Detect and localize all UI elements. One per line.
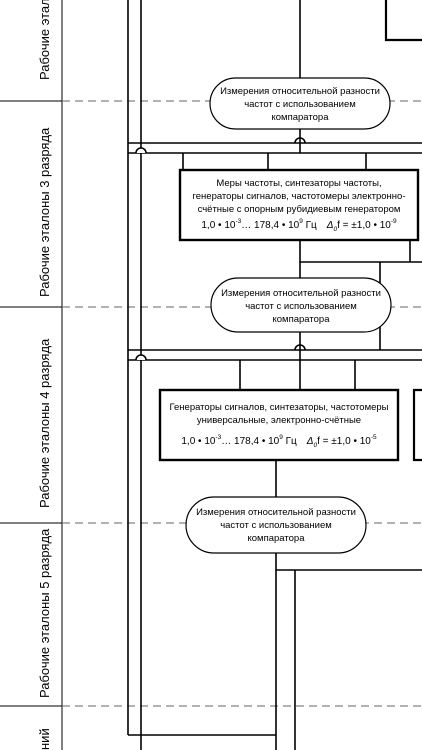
- row-label-5: Рабочие эталоны 5 разряда: [37, 528, 52, 698]
- box-frequency-measures: Меры частоты, синтезаторы частоты, генер…: [178, 168, 420, 242]
- oval-3-line-3: компаратора: [248, 533, 306, 544]
- connector-lines: [127, 0, 422, 750]
- row-label-bottom: ний: [37, 728, 52, 750]
- box-1-line-2: генераторы сигналов, частотомеры электро…: [193, 191, 406, 202]
- row-label-4: Рабочие эталоны 4 разряда: [37, 338, 52, 508]
- row-label-3: Рабочие эталоны 3 разряда: [37, 127, 52, 297]
- oval-1-line-3: компаратора: [272, 112, 330, 123]
- box-1-line-3: счётные с опорным рубидиевым генератором: [198, 204, 401, 215]
- box-signal-generators: Генераторы сигналов, синтезаторы, частот…: [158, 388, 400, 462]
- oval-3-line-2: частот с использованием: [220, 520, 332, 531]
- line-jump-arcs: [135, 137, 306, 361]
- oval-1-line-1: Измерения относительной разности: [220, 86, 380, 97]
- box-1-line-1: Меры частоты, синтезаторы частоты,: [216, 178, 381, 189]
- box-2-line-1: Генераторы сигналов, синтезаторы, частот…: [170, 402, 389, 413]
- oval-1-line-2: частот с использованием: [244, 99, 356, 110]
- oval-comparator-2: Измерения относительной разности частот …: [210, 277, 392, 333]
- oval-2-line-3: компаратора: [273, 314, 331, 325]
- box-2-line-2: универсальные, электронно-счётные: [197, 415, 361, 426]
- oval-2-line-1: Измерения относительной разности: [221, 288, 381, 299]
- row-label-top: Рабочие эталоны: [37, 0, 52, 80]
- oval-comparator-1: Измерения относительной разности частот …: [209, 77, 391, 130]
- oval-comparator-3: Измерения относительной разности частот …: [185, 496, 367, 554]
- oval-2-line-2: частот с использованием: [245, 301, 357, 312]
- oval-3-line-1: Измерения относительной разности: [196, 507, 356, 518]
